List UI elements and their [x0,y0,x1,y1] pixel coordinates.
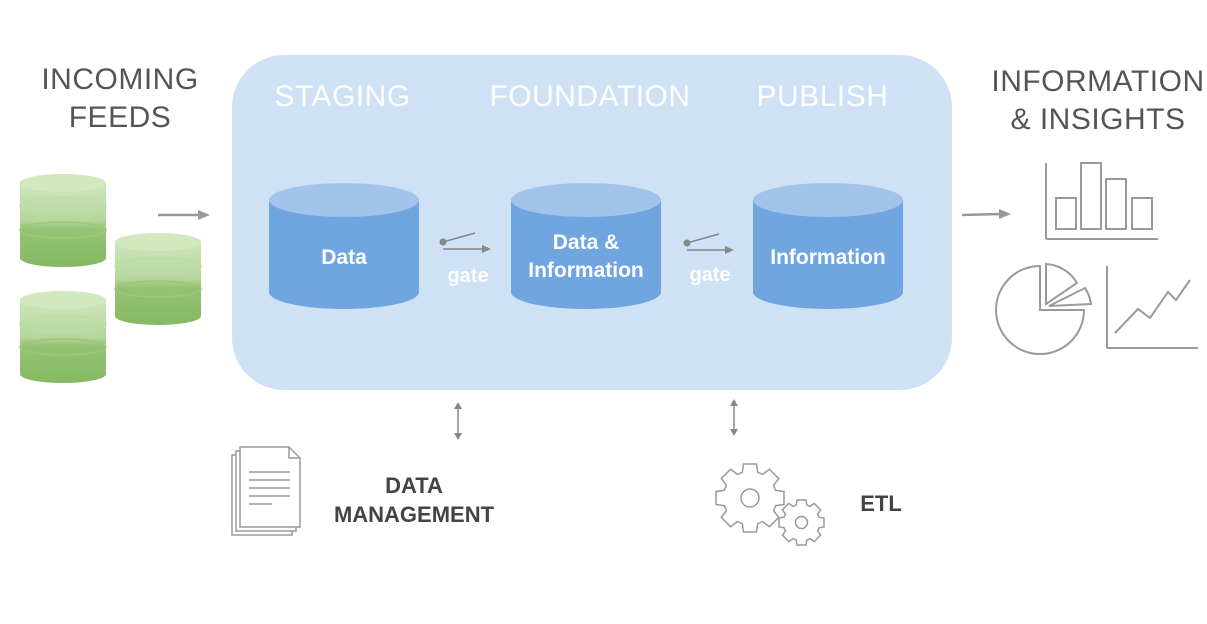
information-insights-title: INFORMATION & INSIGHTS [985,63,1207,139]
double-arrow-icon [730,399,738,436]
db-label-data-information-line1: Data & [552,231,620,254]
gate-label-2: gate [689,264,731,286]
data-management-label: DATA MANAGEMENT [320,471,508,529]
incoming-feeds-title: INCOMING FEEDS [20,61,220,137]
double-arrow-icon [454,402,462,440]
incoming-feed-databases [19,174,210,383]
etl-label: ETL [860,491,902,516]
db-label-information: Information [770,246,886,269]
pie-chart-icon [995,262,1093,355]
zone-title-publish: PUBLISH [756,80,889,113]
gate-label-1: gate [447,265,489,287]
information-insights-title-line1: INFORMATION [991,65,1205,98]
incoming-feeds-title-line2: FEEDS [68,101,172,134]
db-label-data: Data [321,246,367,269]
database-data-information [511,183,661,309]
database-stack-icon [19,174,107,267]
switch-icon [439,232,491,253]
db-label-data-information-line2: Information [528,259,644,282]
bar-chart-icon [1045,162,1158,240]
arrow-right-icon [961,209,1011,219]
zone-title-foundation: FOUNDATION [489,80,691,113]
db-label-data-information: Data & Information [505,229,667,285]
data-management-label-line2: MANAGEMENT [333,502,495,527]
data-management-label-line1: DATA [385,473,443,498]
arrow-right-icon [158,210,210,220]
information-insights-title-line2: & INSIGHTS [1010,103,1186,136]
database-information [753,183,903,309]
document-icon [231,446,301,536]
database-data [269,183,419,309]
line-chart-icon [1106,266,1198,349]
database-stack-icon [19,291,107,383]
database-stack-icon [114,233,202,325]
switch-icon [683,233,734,254]
zone-title-staging: STAGING [274,80,411,113]
incoming-feeds-title-line1: INCOMING [41,63,199,96]
gears-icon [715,463,825,546]
